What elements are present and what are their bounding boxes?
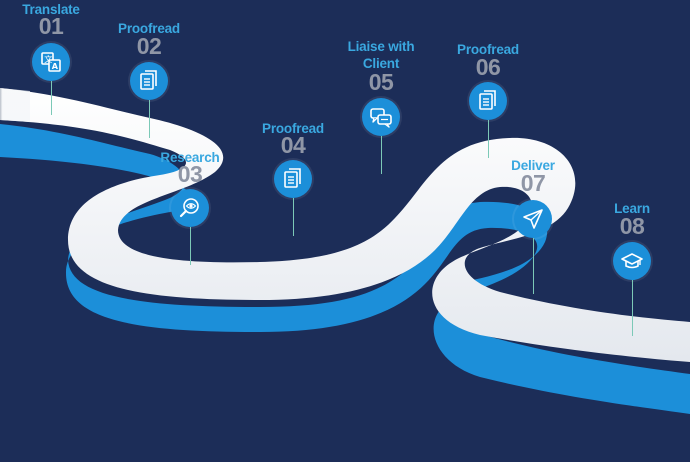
step-number: 03 [177,161,203,187]
step-number: 01 [38,13,64,39]
paper-plane-icon [514,200,552,238]
step-label: Liaise with Client [347,39,415,71]
step-stem [293,198,294,236]
step-label: Learn [614,201,650,216]
step-number: 08 [619,213,645,239]
step-number: 05 [368,69,394,95]
step-stem [488,120,489,158]
step-stem [149,100,150,138]
chat-icon [362,98,400,136]
translate-icon: 文 A [32,43,70,81]
document-icon [130,62,168,100]
step-stem [51,81,52,115]
road-side [0,124,690,414]
step-label: Translate [22,2,80,17]
step-label: Proofread [457,42,519,57]
step-number: 02 [136,33,162,59]
document-icon [274,160,312,198]
step-label: Research [160,150,220,165]
step-number: 04 [280,132,306,158]
step-label: Deliver [511,158,555,173]
svg-text:A: A [52,62,59,71]
graduation-cap-icon [613,242,651,280]
step-label: Proofread [118,21,180,36]
svg-text:文: 文 [44,54,52,64]
step-stem [533,238,534,294]
eye-search-icon [171,189,209,227]
road-top [0,88,690,362]
step-stem [381,136,382,174]
document-icon [469,82,507,120]
step-label: Proofread [262,121,324,136]
step-stem [632,280,633,336]
step-number: 07 [520,170,546,196]
step-number: 06 [475,54,501,80]
step-stem [190,227,191,265]
